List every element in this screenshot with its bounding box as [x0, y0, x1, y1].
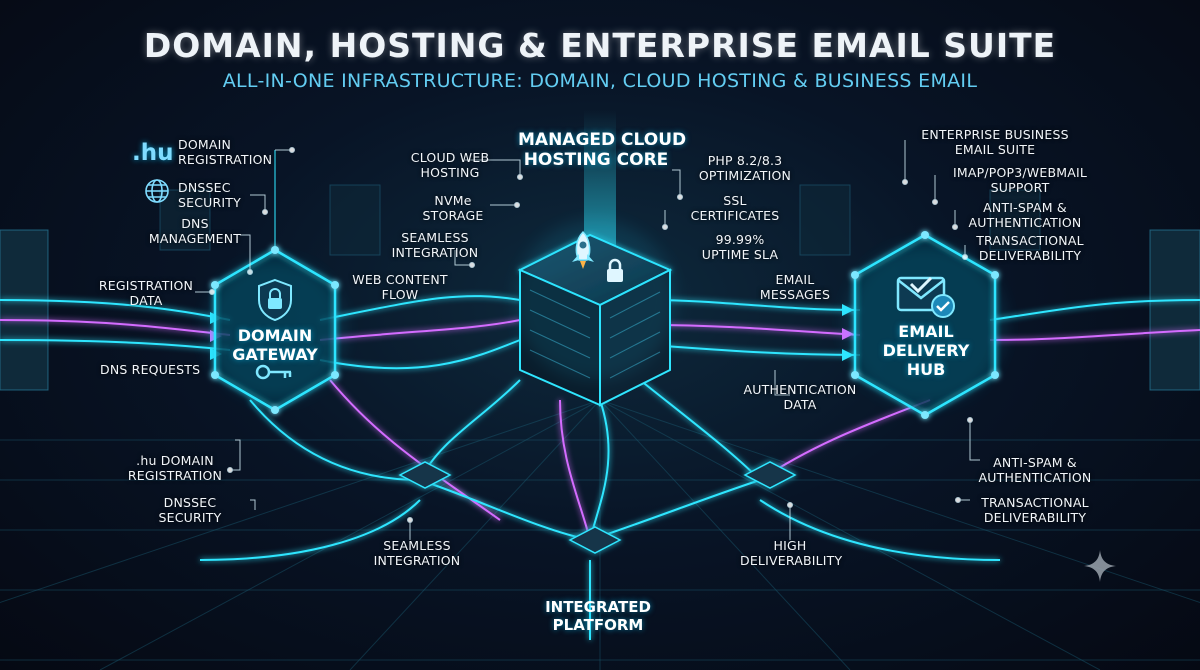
- dns-requests-label: DNS REQUESTS: [100, 362, 201, 377]
- dns-management-label: DNS MANAGEMENT: [148, 216, 242, 246]
- envelope-check-icon: [896, 276, 955, 318]
- page-subtitle: ALL-IN-ONE INFRASTRUCTURE: DOMAIN, CLOUD…: [222, 70, 978, 92]
- high-deliverability-label: HIGH DELIVERABILITY: [740, 538, 843, 568]
- web-content-flow-label: WEB CONTENT FLOW: [352, 272, 448, 302]
- email-messages-label: EMAIL MESSAGES: [759, 272, 831, 302]
- anti-spam-bottom-label: ANTI-SPAM & AUTHENTICATION: [978, 455, 1092, 485]
- hu-badge: .hu: [132, 140, 174, 166]
- hosting-core-label: MANAGED CLOUD HOSTING CORE: [518, 130, 687, 170]
- rocket-icon: [572, 230, 594, 269]
- seamless-integration-bottom-label: SEAMLESS INTEGRATION: [373, 538, 461, 568]
- transactional-top-label: TRANSACTIONAL DELIVERABILITY: [976, 233, 1084, 263]
- sparkle-icon: [1084, 550, 1116, 582]
- seamless-integration-top-label: SEAMLESS INTEGRATION: [391, 230, 479, 260]
- background-servers: [0, 184, 1200, 391]
- uptime-sla-label: 99.99% UPTIME SLA: [701, 232, 779, 262]
- globe-icon: [145, 179, 169, 203]
- platform-modules: [398, 461, 797, 554]
- dnssec-security-top-label: DNSSEC SECURITY: [178, 180, 241, 210]
- registration-data-label: REGISTRATION DATA: [98, 278, 194, 308]
- page-title: DOMAIN, HOSTING & ENTERPRISE EMAIL SUITE: [143, 26, 1057, 65]
- integrated-platform-label: INTEGRATED PLATFORM: [545, 598, 651, 634]
- cloud-web-hosting-label: CLOUD WEB HOSTING: [410, 150, 490, 180]
- dnssec-security-bottom-label: DNSSEC SECURITY: [158, 495, 222, 525]
- nvme-storage-label: NVMe STORAGE: [422, 193, 484, 223]
- domain-gateway-label: DOMAIN GATEWAY: [232, 326, 318, 364]
- email-hub-label: EMAIL DELIVERY HUB: [882, 322, 970, 379]
- authentication-data-label: AUTHENTICATION DATA: [743, 382, 857, 412]
- transactional-bottom-label: TRANSACTIONAL DELIVERABILITY: [981, 495, 1089, 525]
- domain-registration-label: DOMAIN REGISTRATION: [178, 137, 273, 167]
- hu-domain-registration-label: .hu DOMAIN REGISTRATION: [127, 453, 223, 483]
- enterprise-email-suite-label: ENTERPRISE BUSINESS EMAIL SUITE: [921, 127, 1069, 157]
- ssl-certificates-label: SSL CERTIFICATES: [690, 193, 780, 223]
- key-icon: [255, 364, 292, 380]
- padlock-icon: [607, 258, 623, 282]
- anti-spam-top-label: ANTI-SPAM & AUTHENTICATION: [968, 200, 1082, 230]
- shield-lock-icon: [258, 278, 292, 322]
- php-optimization-label: PHP 8.2/8.3 OPTIMIZATION: [698, 153, 792, 183]
- imap-support-label: IMAP/POP3/WEBMAIL SUPPORT: [952, 165, 1088, 195]
